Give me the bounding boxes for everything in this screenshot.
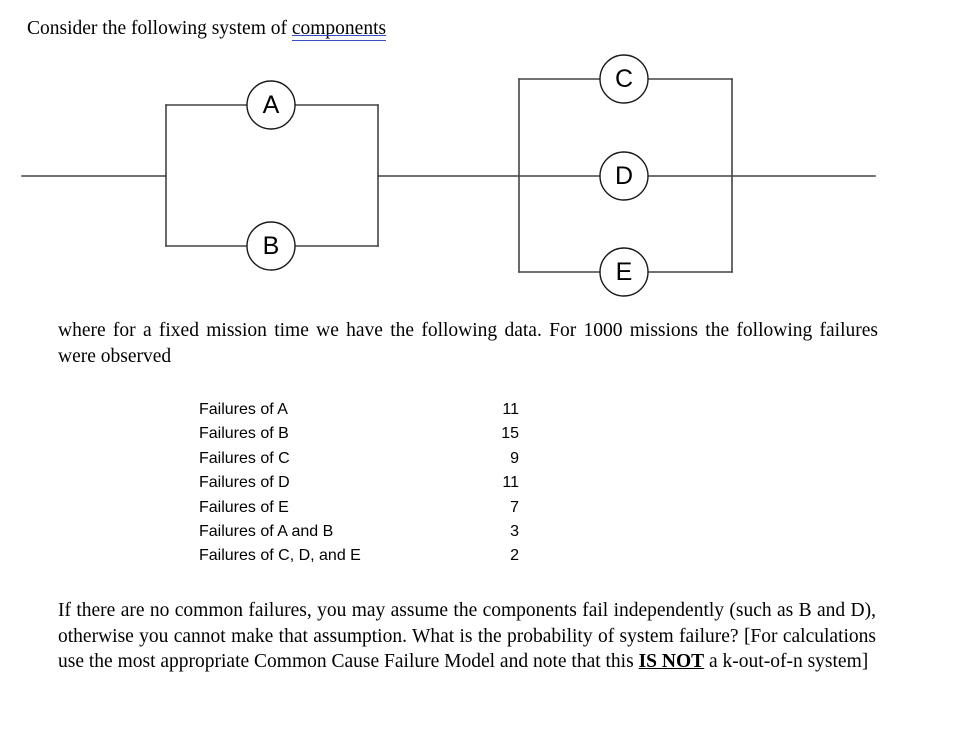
component-label-e: E [616, 258, 633, 286]
component-label-b: B [263, 232, 280, 260]
reliability-block-diagram: A B C D E [0, 48, 970, 310]
question-text-part1: If there are no common failures, you may… [58, 600, 876, 672]
table-row: Failures of C, D, and E 2 [199, 544, 519, 568]
failure-label: Failures of C [199, 449, 290, 467]
failure-value: 15 [501, 425, 519, 443]
component-node-a [246, 80, 296, 130]
table-row: Failures of A and B 3 [199, 520, 519, 544]
failure-value: 11 [502, 401, 519, 418]
failure-data-body: Failures of A 11 Failures of B 15 Failur… [199, 398, 519, 569]
question-text-part2: a k-out-of-n system] [704, 651, 869, 672]
failure-label: Failures of D [199, 474, 290, 492]
table-row: Failures of E 7 [199, 496, 519, 520]
failure-value: 9 [510, 449, 519, 467]
failure-label: Failures of A [199, 401, 288, 418]
failure-value: 2 [510, 547, 519, 565]
table-row: Failures of D 11 [199, 471, 519, 495]
table-row: Failures of B 15 [199, 422, 519, 446]
component-node-e [599, 247, 649, 297]
components-link[interactable]: components [291, 16, 387, 42]
failure-value: 3 [510, 523, 519, 541]
intro-sentence: Consider the following system of compone… [27, 16, 387, 42]
component-label-c: C [615, 65, 633, 93]
table-row: Failures of C 9 [199, 447, 519, 471]
failure-value: 11 [502, 474, 519, 492]
component-label-a: A [263, 91, 280, 119]
component-label-d: D [615, 162, 633, 190]
failure-label: Failures of B [199, 425, 289, 443]
failure-label: Failures of C, D, and E [199, 547, 361, 565]
failure-label: Failures of A and B [199, 523, 334, 541]
failure-label: Failures of E [199, 498, 289, 516]
component-node-d [599, 151, 649, 201]
question-emphasis: IS NOT [638, 651, 705, 672]
paragraph-where: where for a fixed mission time we have t… [58, 320, 878, 367]
table-row: Failures of A 11 [199, 398, 519, 422]
paragraph-question: If there are no common failures, you may… [58, 598, 876, 675]
component-node-b [246, 221, 296, 271]
component-node-c [599, 54, 649, 104]
intro-text: Consider the following system of [27, 18, 292, 39]
failure-value: 7 [510, 498, 519, 516]
failure-data-table: Failures of A 11 Failures of B 15 Failur… [199, 398, 519, 569]
